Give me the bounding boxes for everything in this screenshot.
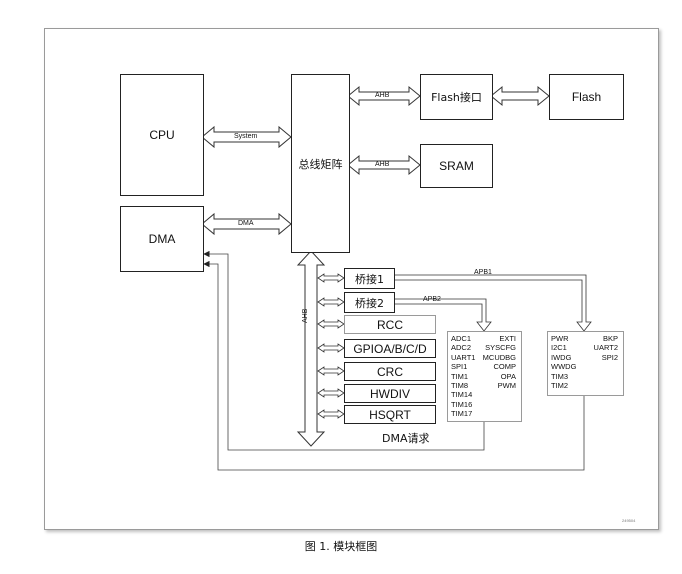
branch-bridge1 bbox=[317, 273, 345, 283]
apb2-item: SYSCFG bbox=[485, 343, 516, 353]
apb2-bus bbox=[392, 298, 492, 332]
apb2-item: ADC2 bbox=[451, 343, 472, 353]
dma-request-line-apb2 bbox=[203, 250, 485, 451]
ahb-vertical-label: AHB bbox=[302, 308, 309, 323]
branch-hsqrt bbox=[317, 409, 345, 419]
apb2-item: ADC1 bbox=[451, 334, 472, 343]
apb2-item: EXTI bbox=[499, 334, 516, 343]
apb1-list-right: BKP UART2 SPI2 bbox=[578, 334, 618, 362]
dma-request-label: DMA请求 bbox=[382, 432, 430, 445]
apb2-item: OPA bbox=[500, 371, 516, 381]
gpio-label: GPIOA/B/C/D bbox=[353, 341, 427, 356]
branch-bridge2 bbox=[317, 297, 345, 307]
rcc-block: RCC bbox=[344, 315, 436, 334]
flash-block: Flash bbox=[549, 74, 624, 120]
dma-request-line-apb1 bbox=[203, 260, 585, 471]
apb1-item: I2C1 bbox=[551, 343, 567, 353]
flash-link-arrow bbox=[490, 85, 550, 107]
apb1-item: PWR bbox=[551, 334, 569, 343]
dma-block: DMA bbox=[120, 206, 204, 272]
hwdiv-label: HWDIV bbox=[370, 386, 410, 401]
hsqrt-block: HSQRT bbox=[344, 405, 436, 424]
cpu-label: CPU bbox=[149, 128, 175, 142]
crc-block: CRC bbox=[344, 362, 436, 381]
ahb-vertical-bus bbox=[296, 250, 326, 447]
hwdiv-block: HWDIV bbox=[344, 384, 436, 403]
apb2-label: APB2 bbox=[423, 296, 441, 303]
apb1-item: IWDG bbox=[551, 352, 572, 362]
apb1-bus bbox=[392, 274, 592, 332]
bus-matrix-block: 总线矩阵 bbox=[291, 74, 350, 253]
ahb-flash-label: AHB bbox=[375, 92, 390, 99]
bridge2-block: 桥接2 bbox=[344, 292, 395, 313]
bridge1-block: 桥接1 bbox=[344, 268, 395, 289]
apb2-list-left: ADC1 ADC2 UART1 SPI1 TIM1 TIM8 TIM14 TIM… bbox=[451, 334, 475, 419]
branch-gpio bbox=[317, 343, 345, 353]
sram-block: SRAM bbox=[420, 144, 493, 188]
gpio-block: GPIOA/B/C/D bbox=[344, 339, 436, 358]
flash-label: Flash bbox=[571, 90, 602, 104]
apb1-item: BKP bbox=[602, 334, 618, 343]
apb2-item: TIM14 bbox=[451, 390, 473, 400]
ahb-sram-label: AHB bbox=[375, 161, 390, 168]
branch-arrows bbox=[317, 273, 345, 419]
apb2-item: UART1 bbox=[451, 352, 476, 362]
rcc-label: RCC bbox=[377, 317, 403, 332]
apb1-item: UART2 bbox=[593, 343, 618, 353]
apb1-item: WWDG bbox=[551, 362, 577, 372]
hsqrt-label: HSQRT bbox=[369, 407, 411, 422]
apb1-label: APB1 bbox=[474, 269, 492, 276]
apb1-peripheral-box bbox=[547, 331, 624, 396]
dma-bus-label: DMA bbox=[238, 220, 254, 227]
branch-rcc bbox=[317, 319, 345, 329]
bridge1-label: 桥接1 bbox=[355, 272, 384, 286]
figure-id: 249504 bbox=[622, 518, 636, 523]
dma-label: DMA bbox=[148, 232, 176, 246]
apb2-list-right: EXTI SYSCFG MCUDBG COMP OPA PWM bbox=[475, 334, 516, 390]
apb1-item: TIM3 bbox=[551, 371, 569, 381]
flash-interface-block: Flash接口 bbox=[420, 74, 493, 120]
apb2-item: MCUDBG bbox=[482, 352, 516, 362]
apb2-item: TIM16 bbox=[451, 399, 473, 409]
apb2-item: PWM bbox=[497, 381, 516, 391]
apb2-peripheral-box bbox=[447, 331, 522, 422]
sram-label: SRAM bbox=[439, 159, 474, 173]
system-bus-label: System bbox=[234, 133, 258, 140]
crc-label: CRC bbox=[377, 364, 403, 379]
figure-caption: 图 1. 模块框图 bbox=[304, 540, 378, 553]
branch-hwdiv bbox=[317, 388, 345, 398]
apb2-item: TIM17 bbox=[451, 409, 473, 419]
apb1-item: TIM2 bbox=[551, 381, 569, 391]
flash-interface-label: Flash接口 bbox=[431, 91, 482, 104]
bridge2-label: 桥接2 bbox=[355, 296, 384, 310]
bus-matrix-label: 总线矩阵 bbox=[298, 157, 343, 171]
apb1-list-left: PWR I2C1 IWDG WWDG TIM3 TIM2 bbox=[551, 334, 576, 390]
apb2-item: TIM1 bbox=[451, 371, 469, 381]
apb2-item: SPI1 bbox=[451, 362, 468, 372]
apb2-item: COMP bbox=[493, 362, 517, 372]
apb1-item: SPI2 bbox=[601, 352, 618, 362]
apb2-item: TIM8 bbox=[451, 381, 469, 391]
branch-crc bbox=[317, 366, 345, 376]
cpu-block: CPU bbox=[120, 74, 204, 196]
